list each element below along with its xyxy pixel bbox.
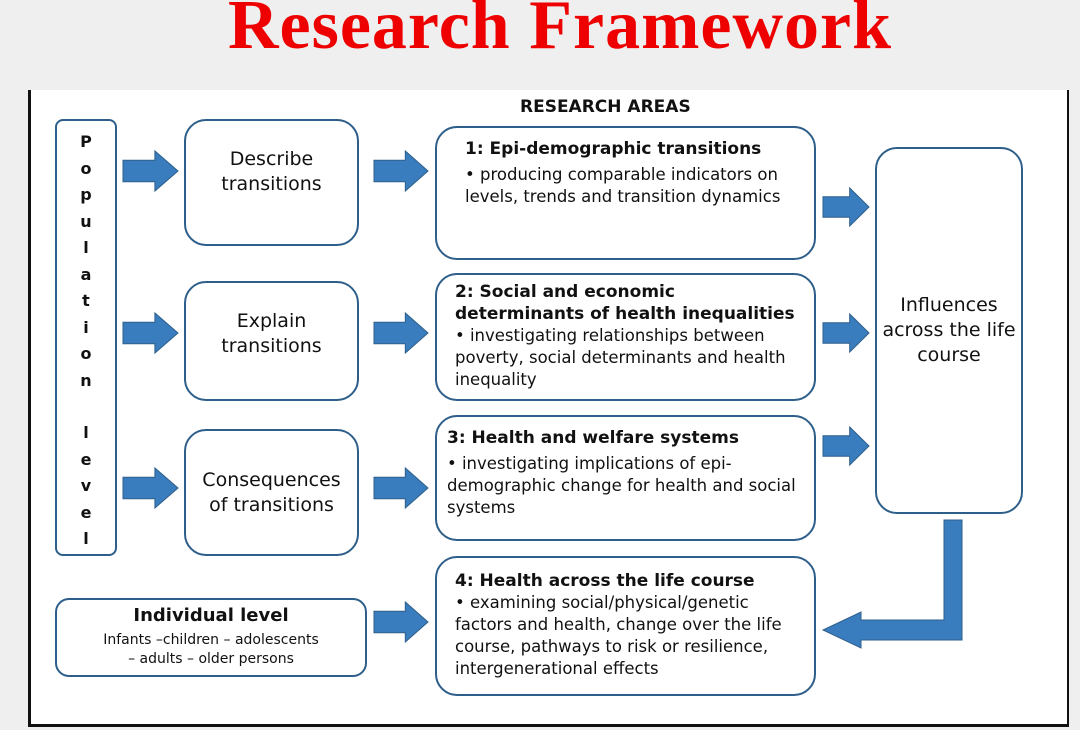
arrow-right-icon — [822, 312, 870, 354]
pop-letter: l — [83, 529, 89, 548]
arrow-right-icon — [122, 466, 179, 510]
pop-letter: u — [80, 211, 92, 231]
stage-line: Consequences — [202, 468, 341, 491]
area-heading: 2: Social and economic determinants of h… — [455, 282, 795, 324]
stage-line: Explain — [236, 309, 307, 332]
area-4: 4: Health across the life course • exami… — [435, 556, 816, 696]
individual-line: Infants –children – adolescents — [103, 632, 319, 648]
influences-box: Influences across the life course — [875, 147, 1023, 514]
pop-letter: o — [80, 344, 92, 363]
arrow-right-icon — [373, 600, 429, 644]
stage-explain: Explain transitions — [184, 281, 359, 401]
area-heading: 3: Health and welfare systems — [447, 428, 739, 448]
stage-line: transitions — [221, 172, 322, 195]
pop-letter: n — [80, 370, 92, 390]
pop-letter: p — [80, 185, 92, 204]
stage-describe: Describe transitions — [184, 119, 359, 246]
pop-letter: a — [80, 264, 92, 284]
pop-letter: e — [80, 449, 92, 469]
pop-letter: l — [83, 423, 89, 442]
area-heading: 4: Health across the life course — [455, 571, 755, 591]
individual-level-box: Individual level Infants –children – ado… — [55, 598, 367, 677]
pop-letter: P — [80, 132, 92, 151]
area-body: • investigating relationships between po… — [455, 326, 786, 389]
pop-letter: v — [80, 476, 92, 495]
pop-letter: t — [82, 291, 90, 310]
area-body: • producing comparable indicators on lev… — [465, 165, 781, 206]
research-areas-heading: RESEARCH AREAS — [520, 97, 691, 117]
pop-letter: e — [80, 502, 92, 522]
influences-label: Influences across the life course — [882, 294, 1016, 366]
arrow-right-icon — [122, 311, 179, 355]
pop-letter: l — [83, 238, 89, 257]
population-level-box: P o p u l a t i o n l e v e l — [55, 119, 117, 556]
pop-letter: o — [80, 158, 92, 178]
arrow-right-icon — [822, 186, 870, 228]
stage-line: transitions — [221, 334, 322, 357]
arrow-right-icon — [122, 149, 179, 193]
stage-consequences: Consequences of transitions — [184, 429, 359, 556]
area-3: 3: Health and welfare systems • investig… — [435, 415, 816, 541]
area-1: 1: Epi-demographic transitions • produci… — [435, 126, 816, 260]
area-body: • examining social/physical/genetic fact… — [455, 593, 782, 678]
individual-heading: Individual level — [133, 605, 289, 626]
stage-line: of transitions — [209, 493, 334, 516]
area-heading: 1: Epi-demographic transitions — [465, 139, 762, 159]
arrow-right-icon — [373, 311, 429, 355]
arrow-right-icon — [822, 425, 870, 467]
area-body: • investigating implications of epi-demo… — [447, 454, 796, 517]
arrow-right-icon — [373, 149, 429, 193]
area-2: 2: Social and economic determinants of h… — [435, 273, 816, 401]
individual-line: – adults – older persons — [128, 651, 294, 667]
stage-line: Describe — [229, 147, 314, 170]
page-title: Research Framework — [228, 0, 892, 64]
arrow-right-icon — [373, 466, 429, 510]
pop-letter: i — [83, 317, 89, 337]
arrow-elbow-left-icon — [821, 519, 963, 649]
